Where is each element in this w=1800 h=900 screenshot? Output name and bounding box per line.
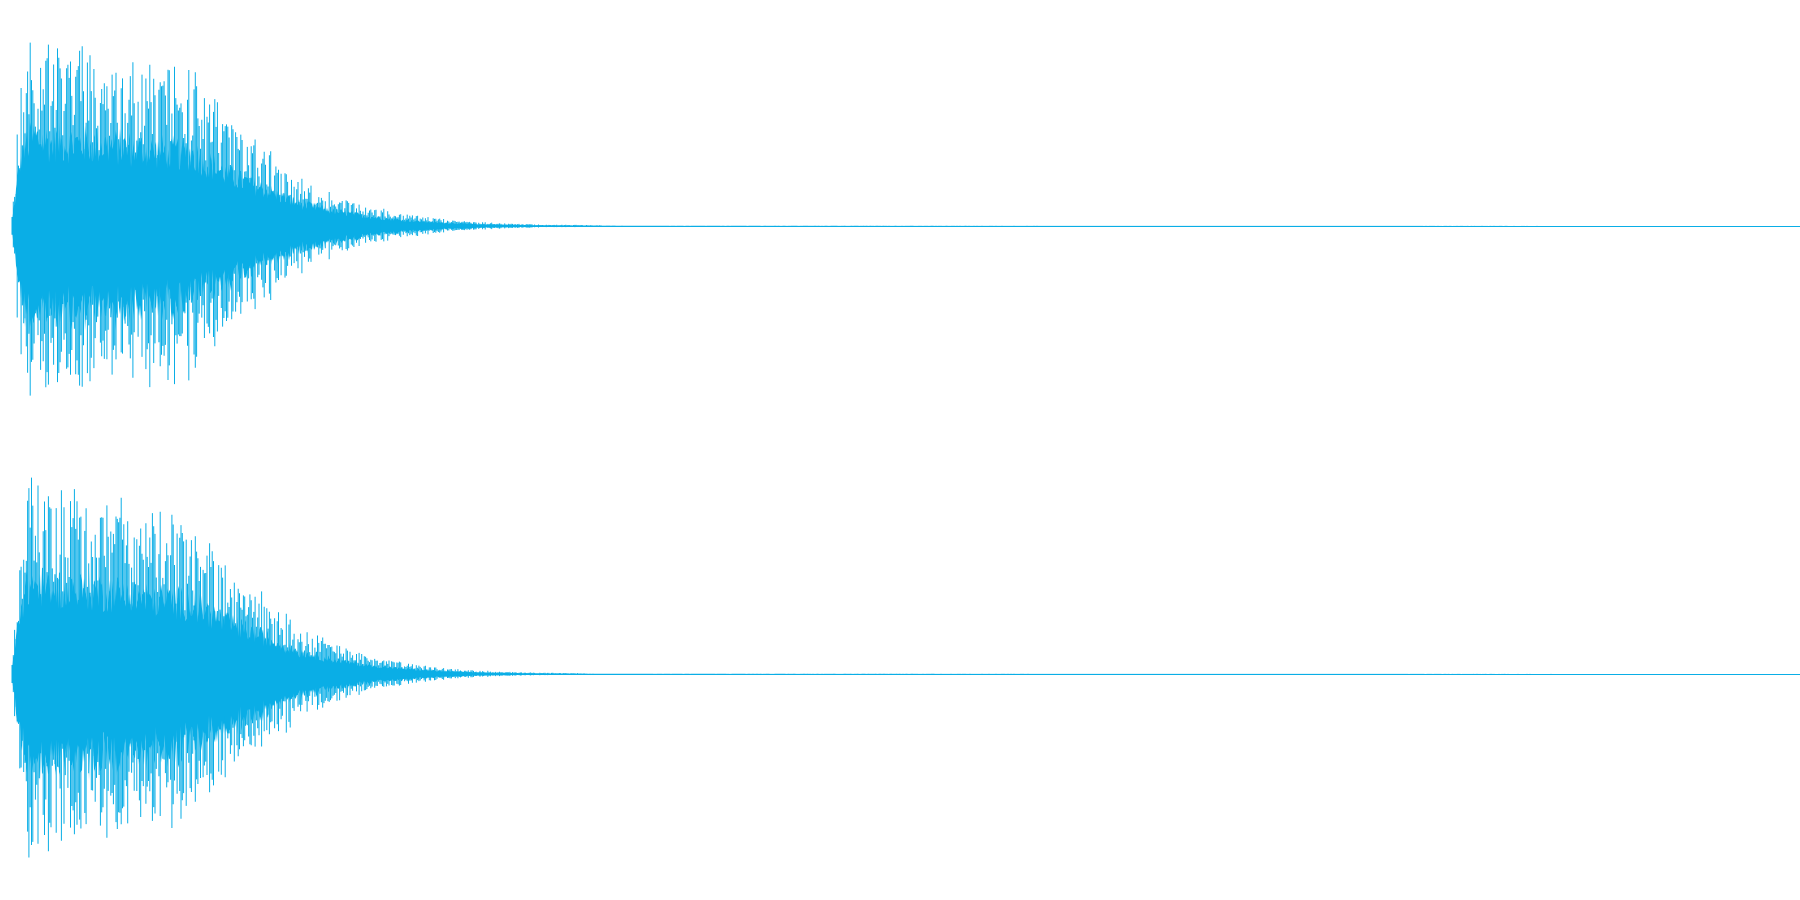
waveform-channel-1 xyxy=(11,42,1800,396)
channel-2-waveform-body xyxy=(12,567,1800,781)
channel-1-waveform-peaks xyxy=(11,42,602,396)
channel-2-waveform-peaks xyxy=(11,477,585,858)
waveform-channel-2 xyxy=(11,477,1800,858)
